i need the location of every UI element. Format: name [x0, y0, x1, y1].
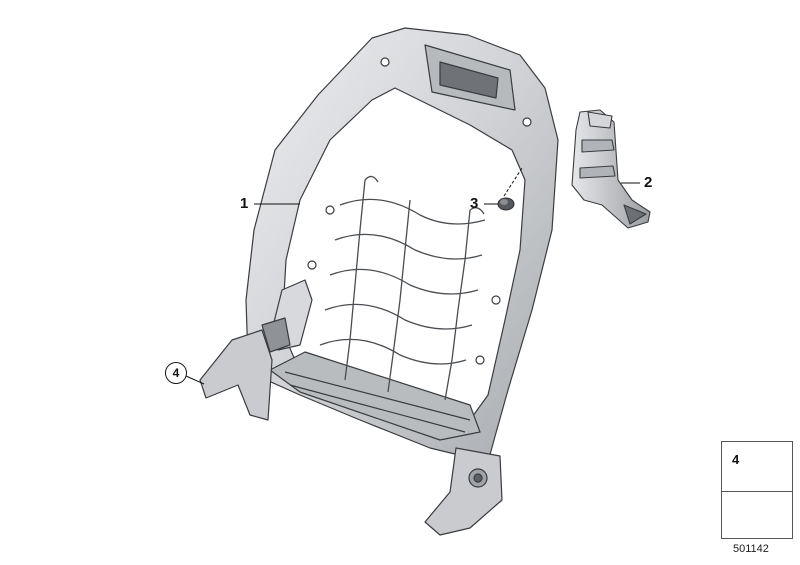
bracket-part	[571, 109, 651, 229]
legend-part-number: 4	[732, 452, 740, 467]
spring-mat	[319, 175, 486, 401]
callout-bracket: 2	[644, 174, 653, 191]
callout-screw: 4	[165, 362, 187, 384]
callout-frame: 1	[240, 195, 249, 212]
leader-lines	[185, 167, 640, 385]
legend-panel: 4	[721, 441, 793, 539]
diagram-id: 501142	[733, 543, 769, 555]
clip-part	[497, 197, 515, 211]
legend-divider	[722, 491, 792, 492]
callout-clip: 3	[470, 195, 479, 212]
seat-back-frame	[199, 27, 559, 536]
